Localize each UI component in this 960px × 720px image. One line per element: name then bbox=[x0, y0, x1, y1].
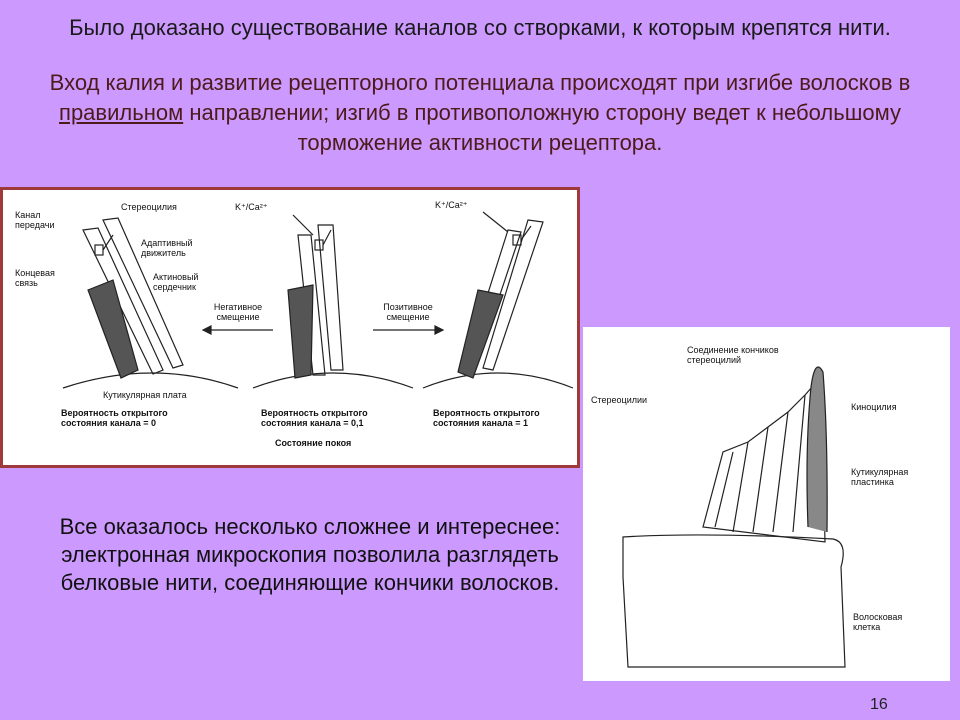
hair-cell-figure: Соединение кончиков стереоцилий Стереоци… bbox=[583, 327, 950, 681]
label-rest-state: Состояние покоя bbox=[275, 438, 352, 448]
cilium-line-3 bbox=[752, 426, 769, 533]
label-probability-1: Вероятность открытого состояния канала =… bbox=[433, 408, 540, 428]
cilium-line-5 bbox=[792, 394, 806, 533]
label-tip-connection: Соединение кончиков стереоцилий bbox=[687, 345, 779, 365]
label-ion-2: K⁺/Ca²⁺ bbox=[435, 200, 468, 210]
slide-title-line2: Вход калия и развитие рецепторного потен… bbox=[0, 68, 960, 158]
label-negative-shift: Негативное смещение bbox=[213, 302, 263, 322]
label-actin-core: Актиновый сердечник bbox=[153, 272, 199, 292]
cilium-line-4 bbox=[772, 411, 789, 533]
title-line2-start: Вход калия и развитие рецепторного потен… bbox=[49, 70, 911, 95]
slide-title-line1: Было доказано существование каналов со с… bbox=[69, 15, 891, 40]
stereocilium-2b bbox=[317, 224, 344, 371]
ion-arrow-2 bbox=[292, 214, 314, 236]
cilium-line-2 bbox=[732, 441, 749, 533]
tip-link-3 bbox=[520, 225, 532, 241]
page-number: 16 bbox=[870, 696, 888, 713]
label-tip-link: Концевая связь bbox=[15, 268, 55, 288]
cuticular-plate-3 bbox=[422, 372, 574, 389]
cuticular-plate-2 bbox=[252, 372, 414, 389]
label-kinocilium: Киноцилия bbox=[851, 402, 897, 412]
body-text: Все оказалось несколько сложнее и интере… bbox=[59, 514, 561, 595]
label-probability-01: Вероятность открытого состояния канала =… bbox=[261, 408, 368, 428]
cuticular-plate-1 bbox=[62, 372, 239, 389]
tip-link-2 bbox=[322, 229, 332, 246]
channel-1 bbox=[94, 244, 104, 256]
stereocilium-3b bbox=[482, 219, 544, 371]
label-channel: Канал передачи bbox=[15, 210, 55, 230]
cilium-line-1 bbox=[714, 451, 734, 528]
stereocilium-1b bbox=[102, 217, 184, 369]
stereocilia-states-drawing bbox=[62, 211, 574, 389]
negative-arrowhead bbox=[201, 325, 212, 335]
label-adaptive-motor: Адаптивный движитель bbox=[141, 238, 193, 258]
actin-core-2 bbox=[287, 284, 314, 379]
tip-link-1 bbox=[102, 234, 114, 251]
label-cuticular-plate: Кутикулярная плата bbox=[103, 390, 187, 400]
label-positive-shift: Позитивное смещение bbox=[383, 302, 433, 322]
actin-core-3 bbox=[457, 289, 504, 379]
label-hair-cell: Волосковая клетка bbox=[853, 612, 903, 632]
stereocilia-states-figure: Стереоцилия Канал передачи Адаптивный дв… bbox=[0, 187, 580, 468]
positive-arrowhead bbox=[434, 325, 445, 335]
title-line2-end: направлении; изгиб в противоположную сто… bbox=[183, 100, 901, 155]
stereocilium-1a bbox=[82, 227, 164, 375]
hair-cell-drawing bbox=[622, 366, 846, 668]
label-ion-1: K⁺/Ca²⁺ bbox=[235, 202, 268, 212]
label-stereocilia: Стереоцилия bbox=[121, 202, 177, 212]
hair-cell-body bbox=[622, 534, 846, 668]
label-stereocilia-2: Стереоцилии bbox=[591, 395, 648, 405]
label-probability-0: Вероятность открытого состояния канала =… bbox=[61, 408, 168, 428]
label-cuticular-plate-2: Кутикулярная пластинка bbox=[851, 467, 909, 487]
ion-arrow-3 bbox=[482, 211, 509, 233]
title-line2-underlined: правильном bbox=[59, 100, 184, 125]
kinocilium-shape bbox=[806, 366, 828, 533]
actin-core-1 bbox=[87, 279, 139, 379]
